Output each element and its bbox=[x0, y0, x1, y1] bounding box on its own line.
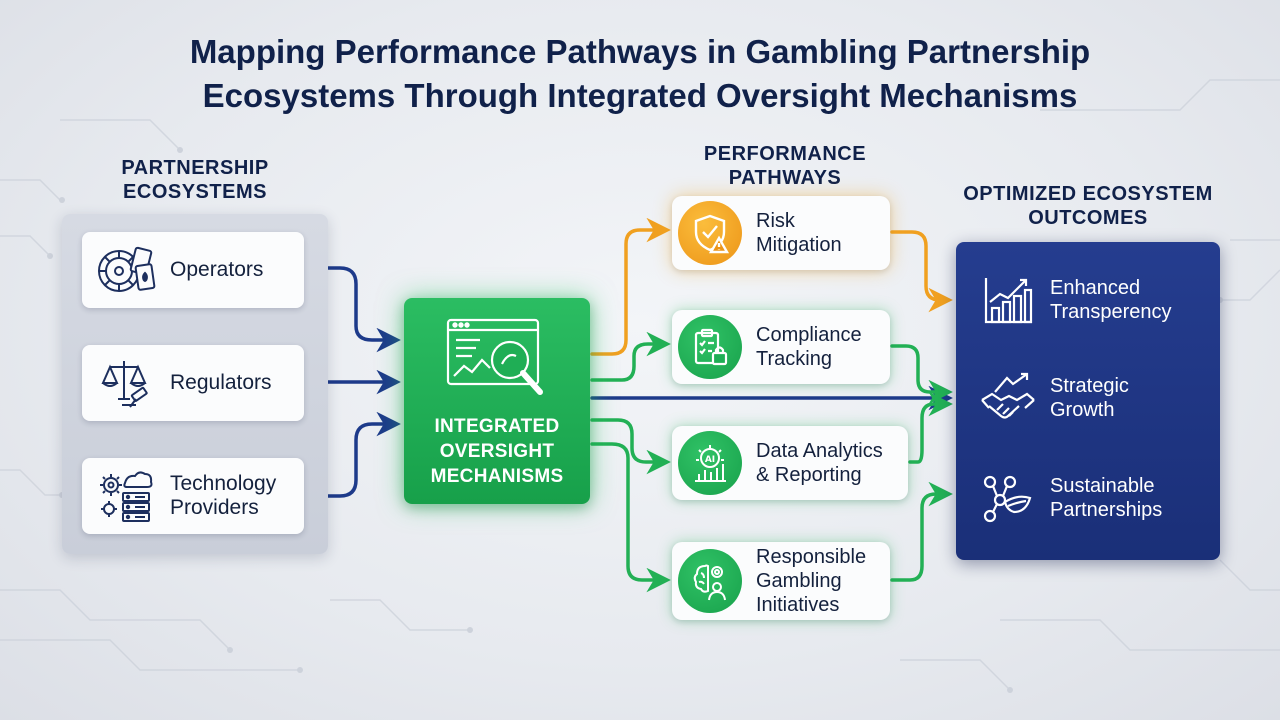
outcomes-panel: Enhanced Transperency Strategic Growth bbox=[956, 242, 1220, 560]
scales-gavel-icon bbox=[94, 351, 158, 415]
pathway-card-compliance-tracking: Compliance Tracking bbox=[672, 310, 890, 384]
pathway-responsible-line-1: Responsible bbox=[756, 546, 867, 568]
arrow-hub-analytics bbox=[590, 418, 671, 475]
shield-warning-icon bbox=[678, 201, 742, 265]
arrow-operators-hub bbox=[304, 266, 401, 353]
arrow-risk-outcome bbox=[890, 230, 953, 313]
svg-text:AI: AI bbox=[705, 455, 715, 465]
section-partnership-line-2: ECOSYSTEMS bbox=[123, 181, 267, 203]
arrow-tech-hub bbox=[304, 411, 401, 498]
entity-card-technology: Technology Providers bbox=[82, 458, 304, 534]
outcome-transperency-line-2: Transperency bbox=[1050, 301, 1172, 323]
pathway-compliance-line-1: Compliance bbox=[756, 324, 862, 346]
outcome-strategic-growth: Strategic Growth bbox=[978, 368, 1208, 428]
pathway-card-data-analytics: AI Data Analytics & Reporting bbox=[672, 426, 908, 500]
pathway-card-risk-mitigation: Risk Mitigation bbox=[672, 196, 890, 270]
arrow-compliance-outcome bbox=[890, 344, 953, 405]
growth-chart-icon bbox=[978, 270, 1038, 330]
entity-regulators-line-1: Regulators bbox=[170, 371, 272, 394]
outcome-growth-line-1: Strategic bbox=[1050, 375, 1129, 397]
pathway-risk-line-1: Risk bbox=[756, 210, 795, 232]
pathway-label-analytics: Data Analytics & Reporting bbox=[756, 439, 883, 487]
pathway-risk-line-2: Mitigation bbox=[756, 234, 842, 256]
section-outcomes-line-1: OPTIMIZED ECOSYSTEM bbox=[963, 183, 1213, 205]
outcome-sustainable-partnerships: Sustainable Partnerships bbox=[978, 468, 1208, 528]
arrow-responsible-outcome bbox=[890, 481, 953, 582]
arrow-hub-compliance bbox=[590, 331, 671, 382]
pathway-compliance-line-2: Tracking bbox=[756, 348, 832, 370]
entity-technology-line-1: Technology bbox=[170, 472, 277, 495]
outcome-growth-line-2: Growth bbox=[1050, 399, 1115, 421]
entity-card-regulators: Regulators bbox=[82, 345, 304, 421]
dashboard-magnifier-icon bbox=[446, 316, 550, 409]
network-leaf-icon bbox=[978, 468, 1038, 528]
pathway-card-responsible-gambling: Responsible Gambling Initiatives bbox=[672, 542, 890, 620]
entity-card-operators: Operators bbox=[82, 232, 304, 308]
section-partnership-line-1: PARTNERSHIP bbox=[121, 157, 269, 179]
section-label-outcomes: OPTIMIZED ECOSYSTEM OUTCOMES bbox=[940, 182, 1236, 230]
section-performance-line-2: PATHWAYS bbox=[728, 167, 842, 189]
arrow-analytics-outcome bbox=[908, 391, 953, 464]
pathway-responsible-line-2: Gambling bbox=[756, 570, 842, 592]
entity-label-operators: Operators bbox=[170, 258, 263, 282]
outcome-partnerships-line-1: Sustainable bbox=[1050, 475, 1155, 497]
outcome-enhanced-transperency: Enhanced Transperency bbox=[978, 270, 1208, 330]
hub-label-line-2: OVERSIGHT bbox=[439, 441, 555, 462]
outcome-label-growth: Strategic Growth bbox=[1050, 374, 1129, 422]
arrow-hub-risk bbox=[590, 217, 671, 356]
section-outcomes-line-2: OUTCOMES bbox=[1028, 207, 1148, 229]
arrow-hub-responsible bbox=[590, 442, 671, 593]
pathway-analytics-line-2: & Reporting bbox=[756, 464, 862, 486]
pathway-label-compliance: Compliance Tracking bbox=[756, 323, 862, 371]
outcome-label-transperency: Enhanced Transperency bbox=[1050, 276, 1172, 324]
hub-label: INTEGRATED OVERSIGHT MECHANISMS bbox=[404, 414, 590, 489]
entity-operators-line-1: Operators bbox=[170, 258, 264, 281]
hub-label-line-1: INTEGRATED bbox=[434, 416, 560, 437]
hub-label-line-3: MECHANISMS bbox=[430, 466, 564, 487]
outcome-transperency-line-1: Enhanced bbox=[1050, 277, 1141, 299]
entity-technology-line-2: Providers bbox=[170, 496, 259, 519]
entity-label-regulators: Regulators bbox=[170, 371, 272, 395]
pathway-analytics-line-1: Data Analytics bbox=[756, 440, 883, 462]
title-line-1: Mapping Performance Pathways in Gambling… bbox=[189, 33, 1091, 70]
outcome-label-partnerships: Sustainable Partnerships bbox=[1050, 474, 1162, 522]
pathway-label-responsible: Responsible Gambling Initiatives bbox=[756, 545, 866, 617]
section-label-performance: PERFORMANCE PATHWAYS bbox=[660, 142, 910, 190]
section-label-partnership: PARTNERSHIP ECOSYSTEMS bbox=[62, 156, 328, 204]
clipboard-lock-icon bbox=[678, 315, 742, 379]
entity-label-technology: Technology Providers bbox=[170, 472, 276, 520]
pathway-responsible-line-3: Initiatives bbox=[756, 594, 840, 616]
gears-server-icon bbox=[94, 464, 158, 528]
roulette-cards-icon bbox=[94, 238, 158, 302]
brain-person-icon bbox=[678, 549, 742, 613]
handshake-arrow-icon bbox=[978, 368, 1038, 428]
integrated-oversight-hub: INTEGRATED OVERSIGHT MECHANISMS bbox=[404, 298, 590, 504]
outcome-partnerships-line-2: Partnerships bbox=[1050, 499, 1163, 521]
ai-chart-icon: AI bbox=[678, 431, 742, 495]
section-performance-line-1: PERFORMANCE bbox=[703, 143, 867, 165]
page-title: Mapping Performance Pathways in Gambling… bbox=[90, 30, 1190, 118]
pathway-label-risk: Risk Mitigation bbox=[756, 209, 842, 257]
title-line-2: Ecosystems Through Integrated Oversight … bbox=[202, 77, 1078, 114]
